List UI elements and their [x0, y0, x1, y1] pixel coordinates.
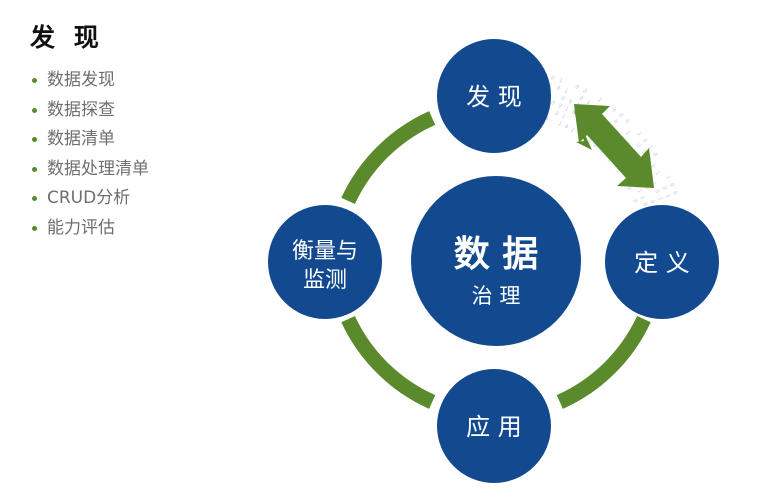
binary-digit: 1 [653, 170, 661, 177]
bullet-dot-icon [32, 78, 37, 84]
node-apply-label: 应 用 [466, 413, 522, 441]
binary-digit: 0 [578, 94, 585, 102]
binary-digit: 1 [649, 163, 657, 170]
binary-digit: 0 [560, 95, 566, 103]
node-discover: 发 现 [437, 39, 551, 153]
binary-digit: 0 [570, 109, 577, 117]
bullet-text: 数据发现 [47, 70, 115, 90]
page-title: 发 现 [30, 23, 104, 52]
node-apply: 应 用 [437, 369, 551, 483]
binary-digit: 0 [653, 188, 661, 194]
binary-digit: 0 [651, 151, 659, 158]
binary-digit: 0 [586, 138, 593, 146]
bullet-dot-icon [32, 137, 37, 143]
binary-digit: 1 [664, 174, 672, 181]
bullet-dot-icon [32, 196, 37, 202]
binary-digit: 1 [638, 195, 646, 201]
bullet-dot-icon [32, 166, 37, 172]
binary-digit: 1 [563, 87, 569, 95]
binary-digit: 0 [641, 201, 649, 207]
binary-digit: 0 [557, 102, 563, 110]
binary-digit: 1 [558, 77, 564, 85]
binary-digit: 1 [585, 98, 592, 106]
bullet-text: CRUD分析 [47, 188, 131, 208]
binary-digit: 0 [635, 142, 643, 150]
node-measure-label-line1: 衡量与 [292, 239, 358, 264]
node-measure: 衡量与 监测 [268, 205, 382, 319]
binary-digit: 1 [656, 196, 664, 202]
bullet-item: CRUD分析 [32, 184, 149, 214]
binary-digit: 0 [563, 123, 570, 131]
node-discover-label: 发 现 [466, 83, 522, 111]
binary-digit: 1 [635, 130, 643, 138]
ring-arc-bottom-left [341, 315, 436, 409]
bullet-item: 数据处理清单 [32, 155, 149, 185]
center-node: 数 据 治 理 [411, 176, 581, 346]
binary-digit: 0 [623, 118, 631, 126]
bullet-item: 数据清单 [32, 125, 149, 155]
bullet-text: 数据探查 [47, 99, 115, 120]
bullet-item: 数据探查 [32, 96, 149, 126]
binary-digit: 0 [610, 106, 617, 114]
binary-digit: 0 [668, 182, 676, 188]
binary-digit: 0 [567, 98, 574, 106]
binary-digit: 0 [554, 110, 560, 118]
green-ring [341, 111, 651, 409]
binary-digit: 1 [596, 96, 603, 104]
binary-digit: 0 [550, 74, 556, 82]
binary-digit: 0 [555, 84, 561, 92]
binary-digit: 0 [641, 137, 649, 145]
bullet-item: 数据发现 [32, 66, 149, 96]
binary-digit: 1 [606, 157, 614, 165]
binary-digit: 0 [617, 112, 625, 120]
binary-digit: 1 [650, 181, 658, 188]
double-arrow-icon [573, 104, 654, 188]
center-subtitle: 治 理 [472, 284, 521, 308]
bullet-item: 能力评估 [32, 214, 149, 244]
ring-arc-top-left [341, 111, 436, 205]
binary-digit: 0 [631, 198, 639, 204]
node-define-label: 定 义 [634, 249, 690, 277]
binary-digit: 0 [660, 185, 668, 191]
binary-digit: 1 [635, 188, 643, 195]
binary-digit: 0 [649, 199, 657, 205]
binary-digit: 1 [569, 126, 576, 134]
bullet-list: 数据发现 数据探查 数据清单 数据处理清单 CRUD分析 能力评估 [32, 66, 149, 243]
bullet-dot-icon [32, 107, 37, 113]
binary-digit: 0 [574, 84, 581, 92]
bullet-text: 能力评估 [47, 217, 115, 238]
binary-digit: 1 [560, 113, 567, 121]
bullet-text: 数据处理清单 [47, 158, 149, 179]
binary-digit: 1 [544, 115, 550, 123]
binary-digit: 0 [671, 190, 679, 196]
binary-digit: 0 [591, 142, 599, 150]
binary-digit: 1 [646, 144, 654, 151]
binary-digit: 1 [624, 129, 632, 137]
binary-digit: 1 [614, 168, 622, 175]
node-measure-label-line2: 监测 [303, 268, 347, 293]
binary-digit: 0 [625, 185, 633, 192]
binary-digit: 1 [564, 105, 571, 113]
binary-digit: 0 [612, 118, 620, 126]
node-define: 定 义 [605, 205, 719, 319]
binary-digit: 1 [664, 193, 672, 199]
binary-digit: 0 [581, 87, 588, 95]
binary-digit: 1 [547, 82, 553, 90]
center-title: 数 据 [454, 234, 539, 275]
ring-arc-bottom-right [556, 315, 651, 409]
binary-digit: 1 [557, 120, 564, 128]
bullet-text: 数据清单 [47, 129, 115, 149]
binary-digit: 0 [643, 184, 651, 191]
binary-digit: 0 [550, 99, 556, 107]
binary-digit: 0 [640, 149, 648, 156]
bullet-dot-icon [32, 225, 37, 231]
